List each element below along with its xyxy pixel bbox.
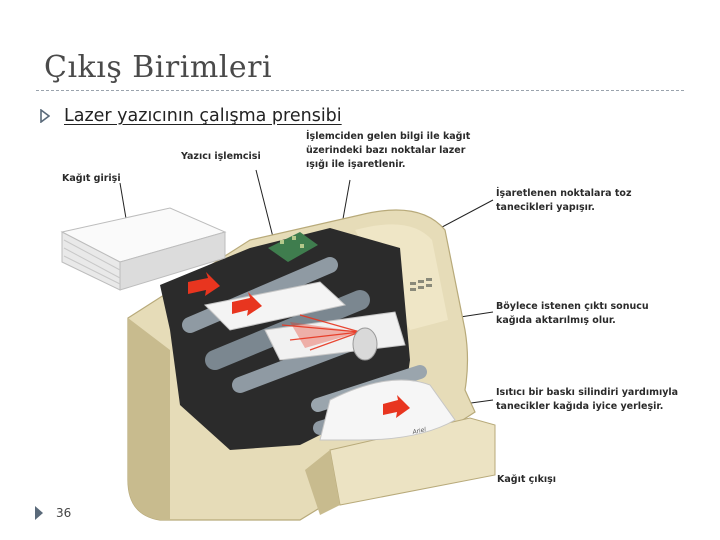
label-transfer-line-2: kağıda aktarılmış olur. xyxy=(496,314,616,326)
bullet-text: Lazer yazıcının çalışma prensibi xyxy=(64,106,342,126)
label-laser-line-2: üzerindeki bazı noktalar lazer xyxy=(306,144,466,156)
label-paper-output: Kağıt çıkışı xyxy=(497,474,557,485)
laser-fan xyxy=(290,322,360,348)
label-transfer: Böylece istenen çıktı sonucu kağıda akta… xyxy=(496,300,649,328)
paper-flow-arrows xyxy=(188,272,410,418)
page-number: 36 xyxy=(56,506,72,520)
laser-unit xyxy=(352,327,378,361)
bullet-item: Lazer yazıcının çalışma prensibi xyxy=(40,103,342,129)
slide-title: Çıkış Birimleri xyxy=(44,50,273,85)
label-toner-line-1: İşaretlenen noktalara toz xyxy=(496,188,632,199)
label-laser-line-1: İşlemciden gelen bilgi ile kağıt xyxy=(306,131,471,142)
triangle-bullet-icon xyxy=(40,109,50,123)
label-laser-marking: İşlemciden gelen bilgi ile kağıt üzerind… xyxy=(306,130,470,171)
label-toner-line-2: tanecikleri yapışır. xyxy=(496,201,595,213)
label-toner: İşaretlenen noktalara toz tanecikleri ya… xyxy=(496,187,631,215)
svg-text:Ariel: Ariel xyxy=(411,426,427,436)
label-fuser-line-1: Isıtıcı bir baskı silindiri yardımıyla xyxy=(496,387,679,398)
label-laser-line-3: ışığı ile işaretlenir. xyxy=(306,158,406,170)
label-transfer-line-1: Böylece istenen çıktı sonucu xyxy=(496,301,649,312)
label-paper-input: Kağıt girişi xyxy=(62,173,121,184)
title-divider xyxy=(36,90,684,91)
label-printer-processor: Yazıcı işlemcisi xyxy=(181,151,261,162)
label-fuser: Isıtıcı bir baskı silindiri yardımıyla t… xyxy=(496,386,678,414)
laser-beams xyxy=(281,314,361,351)
circuit-board xyxy=(268,232,318,262)
page-marker-icon xyxy=(35,506,43,520)
input-paper-stack xyxy=(60,207,227,291)
label-fuser-line-2: tanecikler kağıda iyice yerleşir. xyxy=(496,400,664,412)
